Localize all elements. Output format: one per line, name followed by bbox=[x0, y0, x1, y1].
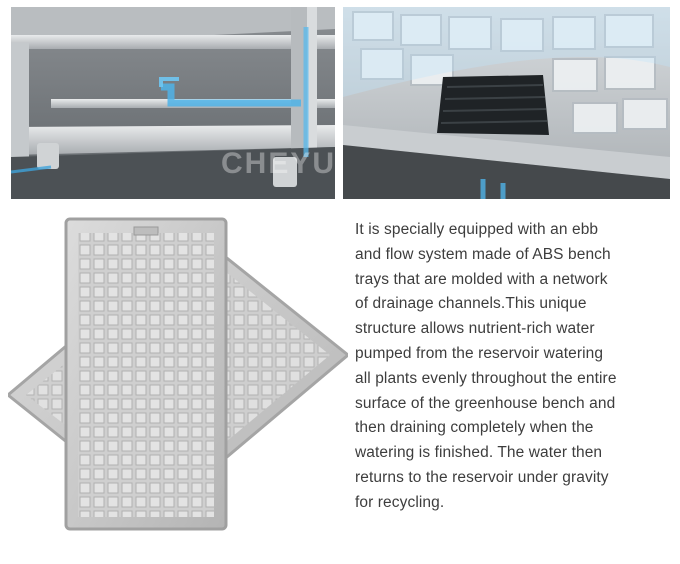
description-line: trays that are molded with a network bbox=[355, 270, 608, 288]
description-line: surface of the greenhouse bench and bbox=[355, 394, 616, 412]
watermark-text: CHEYUEH bbox=[221, 147, 335, 180]
description-line: for recycling. bbox=[355, 493, 445, 511]
bench-trays-photo bbox=[8, 215, 348, 535]
description-line: It is specially equipped with an ebb bbox=[355, 221, 599, 238]
description-line: all plants evenly throughout the entire bbox=[355, 369, 617, 387]
description-line: watering is finished. The water then bbox=[355, 444, 603, 462]
bench-frame-photo: CHEYUEH bbox=[11, 7, 335, 199]
description-line: structure allows nutrient-rich water bbox=[355, 320, 595, 338]
description-line: returns to the reservoir under gravity bbox=[355, 468, 609, 486]
description-line: pumped from the reservoir watering bbox=[355, 344, 604, 362]
description-line: of drainage channels.This unique bbox=[355, 295, 587, 313]
description-line: and flow system made of ABS bench bbox=[355, 245, 611, 263]
description-text: It is specially equipped with an ebb and… bbox=[355, 218, 673, 516]
tray-drain-photo bbox=[343, 7, 670, 199]
description-line: then draining completely when the bbox=[355, 419, 594, 437]
